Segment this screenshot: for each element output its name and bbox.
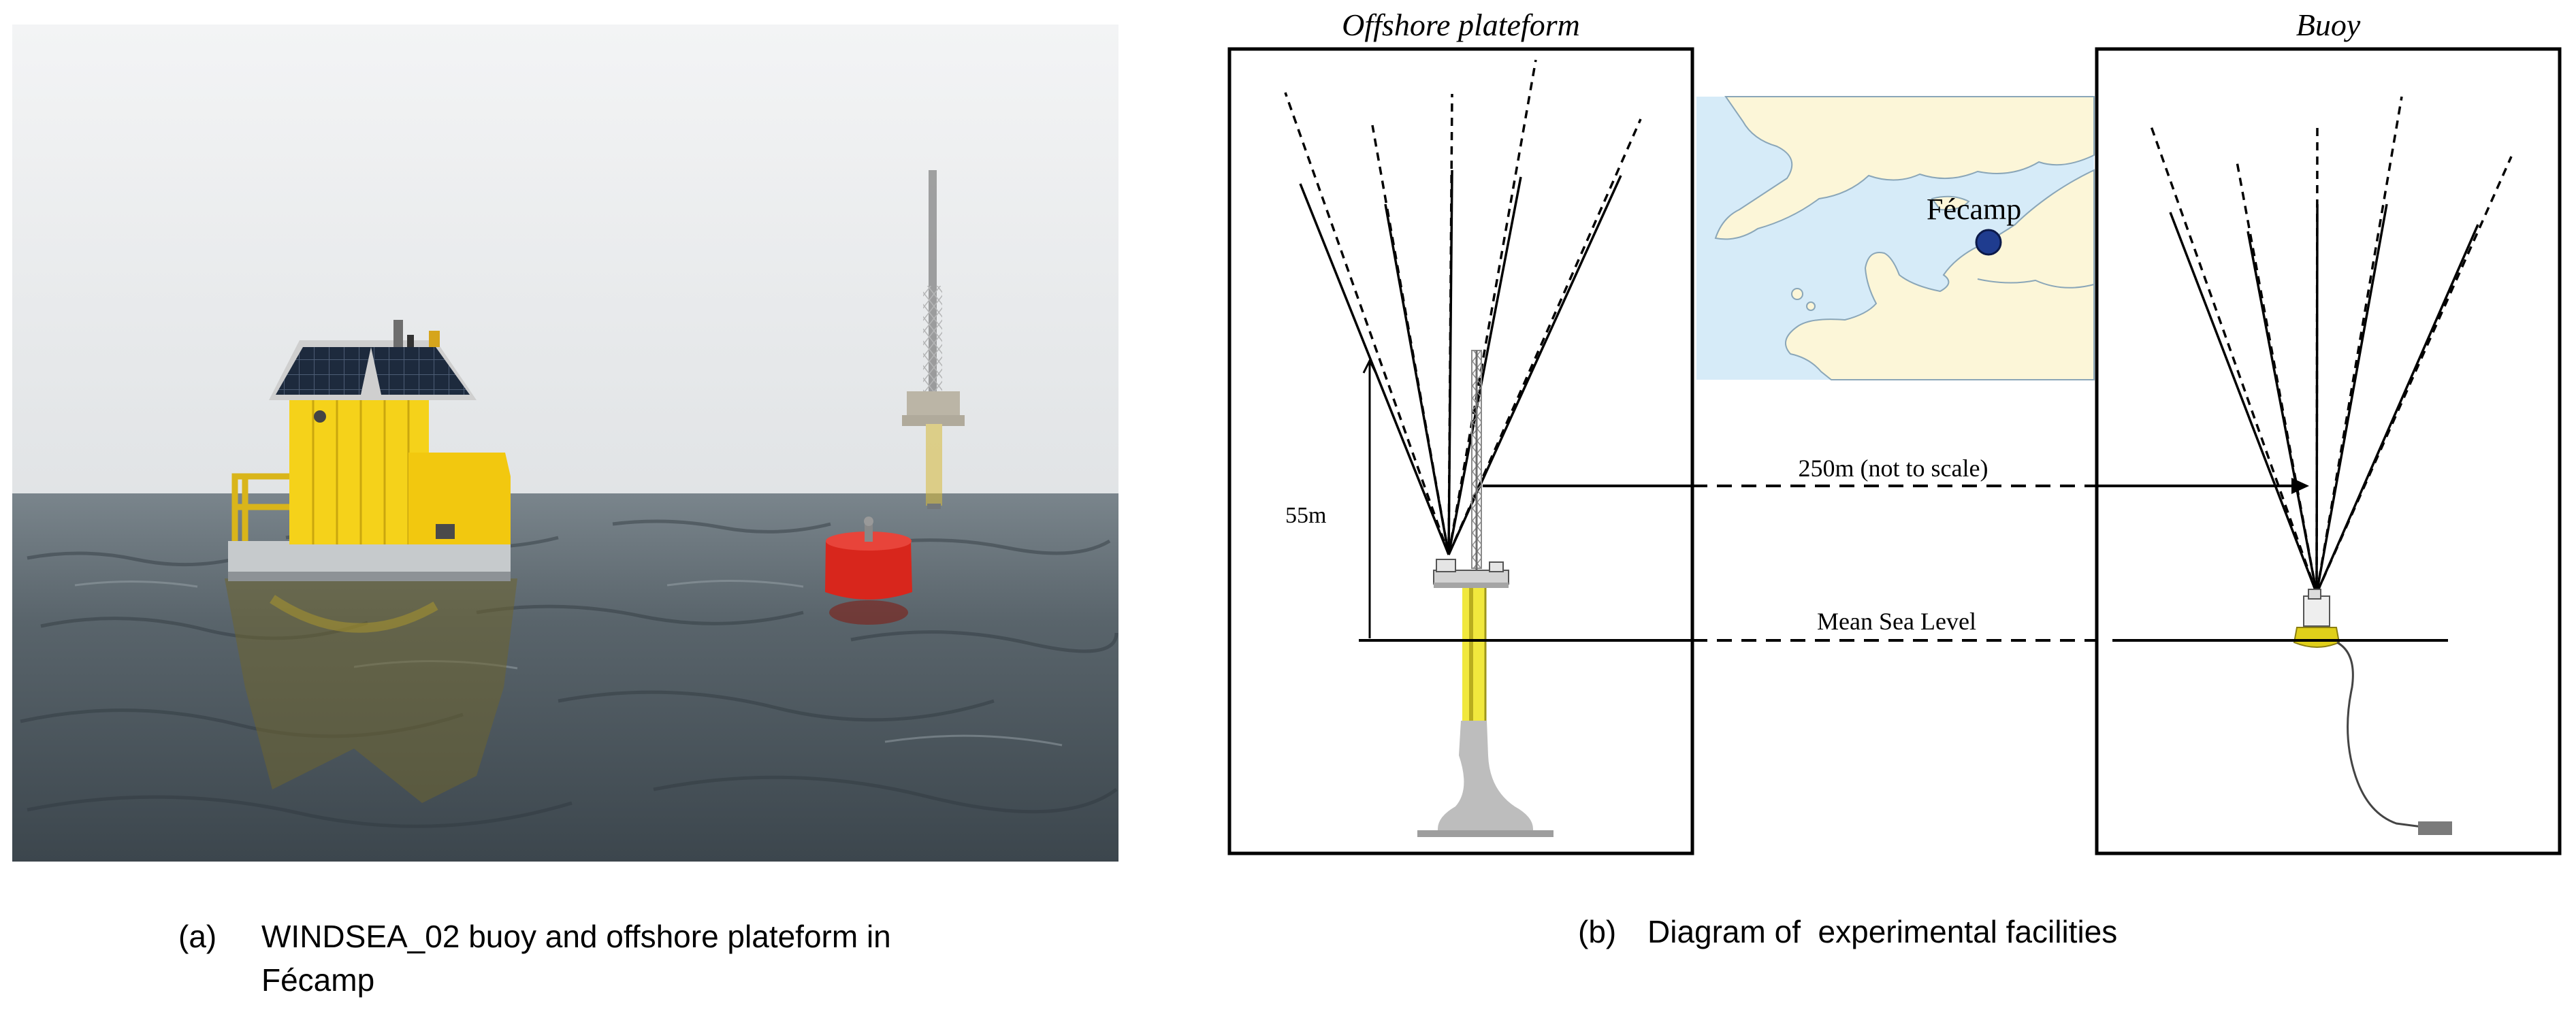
mooring-line: [2336, 641, 2423, 828]
caption-a: (a) WINDSEA_02 buoy and offshore platefo…: [178, 919, 891, 998]
height-label: 55m: [1285, 503, 1326, 528]
platform-deck: [1433, 559, 1509, 588]
offshore-platform-panel: 55m: [1227, 47, 1694, 855]
caption-b-marker: (b): [1578, 914, 1616, 949]
height-arrow: [1362, 358, 1377, 638]
fecamp-marker-icon: [1975, 229, 2002, 256]
windsea-buoy: [225, 320, 517, 803]
mean-sea-level-label: Mean Sea Level: [1817, 608, 1976, 635]
anchor-block: [2418, 821, 2452, 835]
caption-a-line1: WINDSEA_02 buoy and offshore plateform i…: [261, 919, 891, 954]
red-marker-buoy: [825, 517, 912, 625]
distance-connector: [1483, 478, 2309, 494]
platform-column: [1462, 588, 1487, 721]
map-label-fecamp: Fécamp: [1927, 193, 2021, 226]
offshore-platform-title: Offshore plateform: [1342, 7, 1580, 42]
caption-b: (b) Diagram of experimental facilities: [1578, 914, 2117, 949]
caption-a-line2: Fécamp: [261, 962, 374, 998]
platform-mast: [1471, 350, 1482, 572]
caption-b-text: Diagram of experimental facilities: [1647, 914, 2117, 949]
buoy-panel: [2095, 47, 2562, 855]
buoy-title: Buoy: [2296, 7, 2361, 42]
caption-a-marker: (a): [178, 919, 216, 954]
distant-mast: [902, 170, 965, 509]
distance-label: 250m (not to scale): [1799, 455, 1989, 482]
platform-foundation: [1417, 721, 1553, 837]
photo-windsea-buoy: [12, 24, 1118, 862]
buoy-body: [2293, 589, 2340, 648]
location-map: Fécamp: [1696, 96, 2095, 380]
